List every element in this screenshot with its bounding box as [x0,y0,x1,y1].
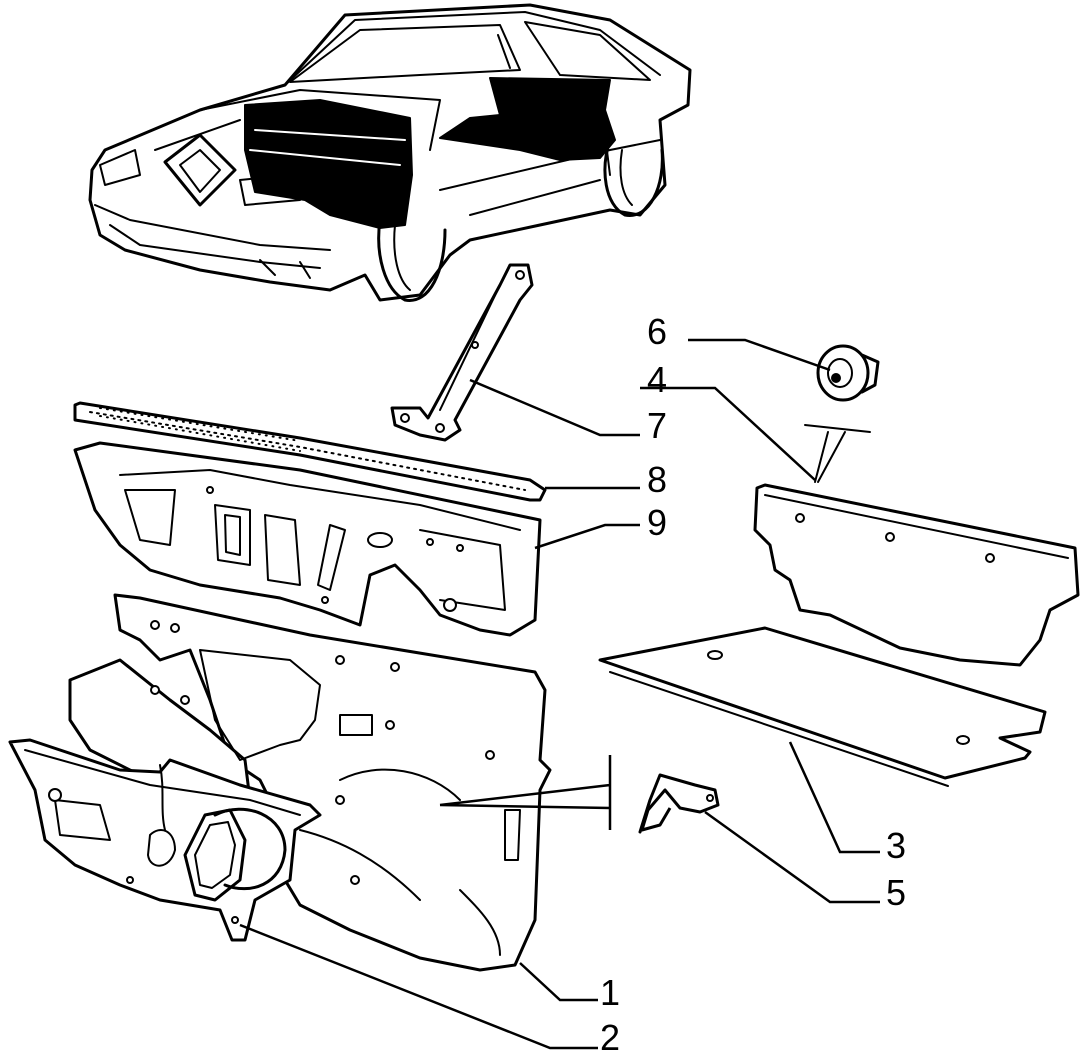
callout-9: 9 [647,502,667,543]
callout-3: 3 [886,825,906,866]
callout-1: 1 [600,972,620,1013]
part-7-strut [390,263,534,442]
part-6-clip [816,344,880,402]
callout-labels: 1 2 3 4 5 6 7 8 9 [600,311,906,1052]
part-8-seal-strip [73,401,547,502]
callout-7: 7 [647,405,667,446]
part-2-dash-panel [8,738,322,942]
part-4-rear-panel [753,424,1080,667]
callout-5: 5 [886,872,906,913]
leader-lines [239,338,880,1050]
callout-4: 4 [647,359,667,400]
callout-6: 6 [647,311,667,352]
floor-insulation-mark [439,77,616,161]
callout-2: 2 [600,1017,620,1052]
callout-8: 8 [647,459,667,500]
car-illustration [88,3,692,302]
part-9-cowl-panel [73,441,542,637]
part-5-bracket [638,773,720,834]
part-3-floor-mat [598,626,1047,787]
